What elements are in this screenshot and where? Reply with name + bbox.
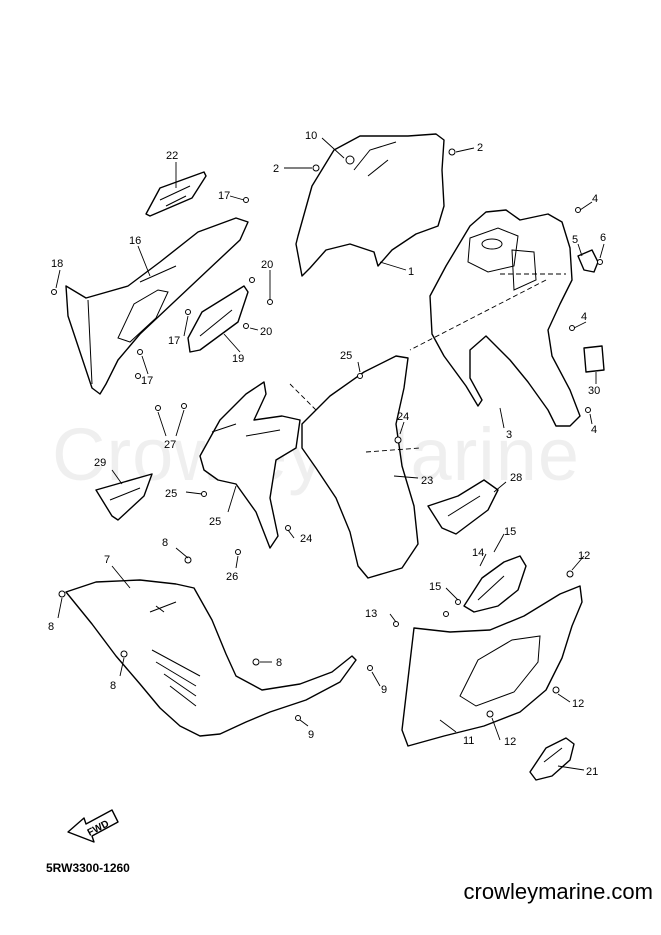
callout-4: 4 <box>581 311 587 323</box>
callout-15: 15 <box>504 526 516 538</box>
website-url: crowleymarine.com <box>463 879 654 904</box>
callout-11: 11 <box>463 735 474 747</box>
callout-26: 26 <box>226 571 238 583</box>
callout-8: 8 <box>110 680 116 692</box>
callout-19: 19 <box>232 353 244 365</box>
callout-12: 12 <box>578 550 590 562</box>
callout-14: 14 <box>472 547 484 559</box>
part-16-side-cover <box>65 217 249 395</box>
callout-30: 30 <box>588 385 600 397</box>
part-11-lower-side-cover <box>401 585 583 747</box>
callout-25: 25 <box>340 350 352 362</box>
callout-24: 24 <box>300 533 312 545</box>
callout-29: 29 <box>94 457 106 469</box>
part-7-lower-side-cover <box>65 579 357 737</box>
callout-23: 23 <box>421 475 433 487</box>
callout-2: 2 <box>477 142 483 154</box>
callout-12: 12 <box>504 736 516 748</box>
callout-9: 9 <box>308 729 314 741</box>
callout-labels: 10 2 2 1 4 5 6 4 30 3 4 22 17 16 18 20 2… <box>48 130 606 778</box>
callout-21: 21 <box>586 766 598 778</box>
part-21-emblem <box>529 737 575 781</box>
callout-8: 8 <box>162 537 168 549</box>
callout-22: 22 <box>166 150 178 162</box>
callout-13: 13 <box>365 608 377 620</box>
callout-15: 15 <box>429 581 441 593</box>
callout-7: 7 <box>104 554 110 566</box>
callout-8: 8 <box>48 621 54 633</box>
callout-17: 17 <box>168 335 180 347</box>
callout-25: 25 <box>209 516 221 528</box>
diagram-code: 5RW3300-1260 <box>46 861 130 875</box>
callout-20: 20 <box>260 326 272 338</box>
part-27-inner-bracket <box>199 381 301 549</box>
callout-20: 20 <box>261 259 273 271</box>
part-22-panel <box>145 171 207 217</box>
callout-25: 25 <box>165 488 177 500</box>
callout-5: 5 <box>572 234 578 246</box>
callout-12: 12 <box>572 698 584 710</box>
callout-10: 10 <box>305 130 317 142</box>
callout-27: 27 <box>164 439 176 451</box>
callout-1: 1 <box>408 266 414 278</box>
callout-28: 28 <box>510 472 522 484</box>
callout-6: 6 <box>600 232 606 244</box>
callout-8: 8 <box>276 657 282 669</box>
part-10-upper-cover <box>295 133 445 277</box>
part-5-bracket <box>577 249 599 273</box>
callout-3: 3 <box>506 429 512 441</box>
part-30-label <box>583 345 605 373</box>
part-29-panel <box>95 473 153 521</box>
fwd-arrow-icon: FWD <box>67 809 119 843</box>
callout-4: 4 <box>591 424 597 436</box>
fasteners <box>51 148 603 721</box>
callout-16: 16 <box>129 235 141 247</box>
callout-17: 17 <box>141 375 153 387</box>
part-19-panel <box>187 285 249 353</box>
callout-18: 18 <box>51 258 63 270</box>
callout-17: 17 <box>218 190 230 202</box>
callout-4: 4 <box>592 193 598 205</box>
callout-2: 2 <box>273 163 279 175</box>
leader-lines <box>55 137 605 771</box>
part-3-front-panel <box>429 209 581 427</box>
part-23-center-panel <box>301 355 419 579</box>
callout-24: 24 <box>397 411 409 423</box>
callout-9: 9 <box>381 684 387 696</box>
